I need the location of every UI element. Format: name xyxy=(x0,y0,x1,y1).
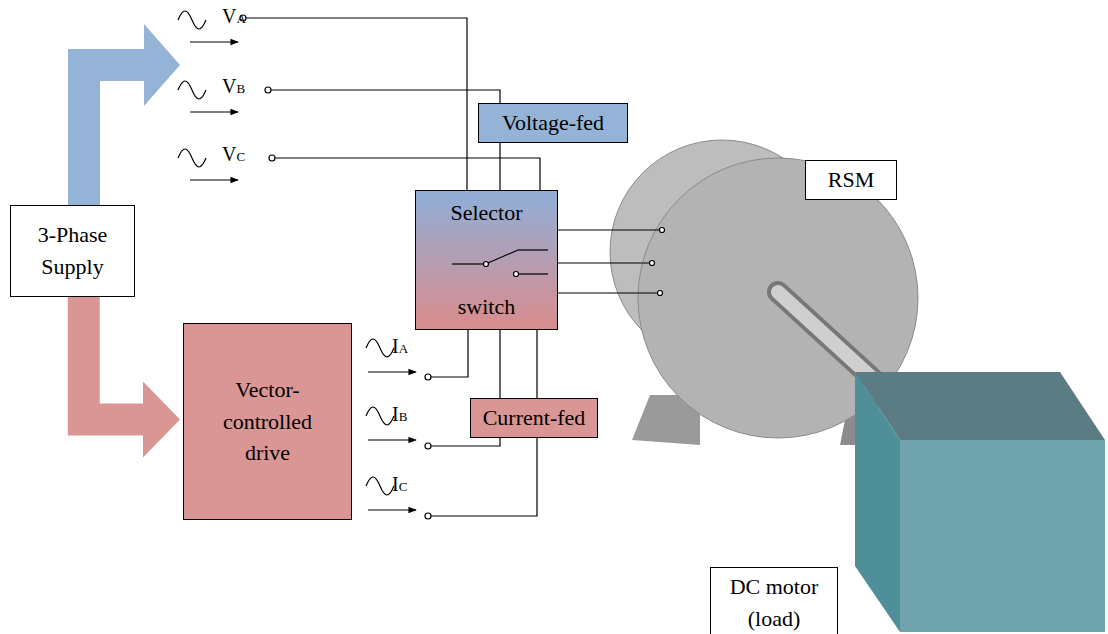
drive-box: Vector-controlled drive xyxy=(183,323,352,520)
signal-name: VA xyxy=(222,6,246,26)
box-label: Current-fed xyxy=(483,402,586,434)
supply-arrow xyxy=(84,297,180,458)
supply-box: 3-Phase Supply xyxy=(10,205,135,297)
box-label: switch xyxy=(458,291,515,323)
box-label: 3-Phase Supply xyxy=(23,219,123,283)
box-label: Vector-controlled drive xyxy=(209,374,327,470)
signal-name: IB xyxy=(392,404,407,424)
box-label: Selector xyxy=(450,197,522,229)
selector-body xyxy=(415,190,558,330)
machine-tag: RSM xyxy=(805,160,897,200)
voltage-sources xyxy=(178,11,540,190)
box-label: DC motor (load) xyxy=(724,571,824,634)
signal-name: IC xyxy=(392,474,407,494)
supply-arrow xyxy=(84,24,180,205)
mode-tag: Current-fed xyxy=(470,398,598,438)
motor-wires xyxy=(558,228,665,296)
arrow-head xyxy=(143,382,180,458)
selector-switch: Selector switch xyxy=(415,190,558,330)
dc-motor-block xyxy=(855,372,1105,632)
box-label: Voltage-fed xyxy=(502,107,604,139)
signal-name: IA xyxy=(392,336,408,356)
signal-name: VC xyxy=(222,144,245,164)
mode-tag: Voltage-fed xyxy=(478,103,628,143)
load-box: DC motor (load) xyxy=(710,567,838,634)
arrow-shaft xyxy=(84,297,145,420)
box-label: RSM xyxy=(828,164,874,196)
signal-name: VB xyxy=(222,76,245,96)
switch-symbol xyxy=(452,250,548,277)
